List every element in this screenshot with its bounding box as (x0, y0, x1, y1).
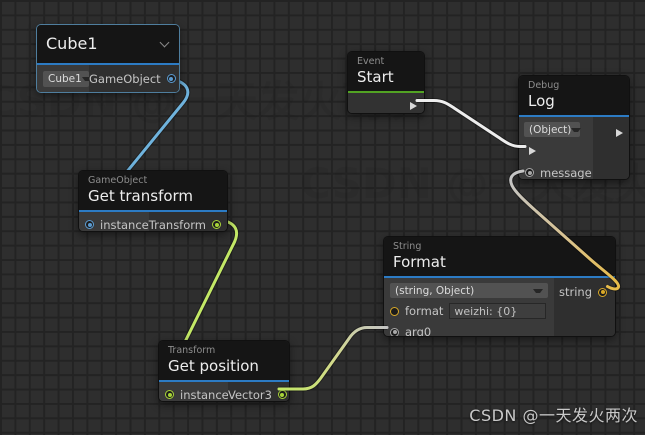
node-title: Get transform (88, 187, 194, 205)
port-label: instance (100, 217, 149, 232)
node-accent-divider (79, 210, 227, 212)
node-header[interactable]: Transform Get position (159, 341, 289, 380)
node-title: Format (393, 253, 446, 271)
port-label: instance (180, 387, 229, 402)
flow-input-port[interactable] (529, 146, 536, 155)
node-header[interactable]: Cube1 (37, 25, 179, 63)
node-category: Event (357, 56, 385, 67)
node-category: GameObject (88, 175, 148, 186)
arg0-input-port[interactable] (390, 327, 399, 336)
caret-down-icon (533, 288, 543, 293)
overload-dropdown[interactable]: (string, Object) (390, 283, 548, 298)
format-value-input[interactable] (449, 303, 546, 319)
node-category: Transform (168, 345, 216, 356)
node-start[interactable]: Event Start (347, 51, 425, 114)
node-format[interactable]: String Format (string, Object) format (383, 236, 616, 337)
variable-dropdown-label: Cube1 (48, 72, 82, 85)
node-header[interactable]: GameObject Get transform (79, 171, 227, 210)
node-accent-divider (519, 115, 629, 117)
flow-output-port[interactable] (616, 128, 623, 137)
node-header[interactable]: Debug Log (519, 76, 629, 115)
flow-output-port[interactable] (410, 102, 417, 110)
wire-start-to-log[interactable] (415, 99, 527, 148)
node-accent-divider (37, 63, 179, 65)
node-accent-divider (348, 91, 424, 93)
node-category: Debug (528, 80, 560, 91)
port-label: GameObject (89, 71, 161, 86)
node-title: Cube1 (46, 34, 98, 53)
variable-dropdown[interactable]: Cube1 (43, 70, 92, 87)
node-category: String (393, 241, 422, 252)
port-label: message (540, 165, 592, 180)
overload-dropdown-label: (string, Object) (395, 284, 475, 297)
format-input-port[interactable] (390, 306, 399, 316)
node-title: Log (528, 92, 555, 110)
port-label: Vector3 (228, 387, 272, 402)
string-output-port[interactable] (598, 287, 607, 297)
port-label: arg0 (405, 325, 432, 337)
wire-string-to-message[interactable] (509, 169, 620, 291)
node-cube1[interactable]: Cube1 Cube1 GameObject (36, 24, 180, 93)
caret-down-icon (81, 76, 92, 81)
node-log[interactable]: Debug Log (Object) message (518, 75, 630, 180)
node-title: Start (357, 68, 394, 86)
message-input-port[interactable] (525, 168, 534, 177)
node-header[interactable]: String Format (384, 237, 615, 276)
node-accent-divider (159, 380, 289, 382)
gameobject-output-port[interactable] (166, 74, 176, 83)
overload-dropdown-label: (Object) (529, 123, 572, 136)
wire-vector3-to-arg0[interactable] (277, 326, 389, 391)
caret-down-icon (571, 127, 582, 132)
csdn-watermark: CSDN @一天发火两次 (469, 406, 638, 425)
transform-output-port[interactable] (212, 220, 221, 229)
instance-input-port[interactable] (85, 220, 94, 229)
port-label: Transform (148, 217, 206, 232)
node-get-transform[interactable]: GameObject Get transform instance Transf… (78, 170, 228, 232)
instance-input-port[interactable] (165, 390, 174, 399)
node-accent-divider (384, 276, 615, 278)
port-label: format (405, 304, 444, 318)
node-get-position[interactable]: Transform Get position instance Vector3 (158, 340, 290, 402)
node-title: Get position (168, 357, 259, 375)
overload-dropdown[interactable]: (Object) (524, 122, 582, 137)
node-header[interactable]: Event Start (348, 52, 424, 91)
port-label: string (558, 285, 592, 299)
